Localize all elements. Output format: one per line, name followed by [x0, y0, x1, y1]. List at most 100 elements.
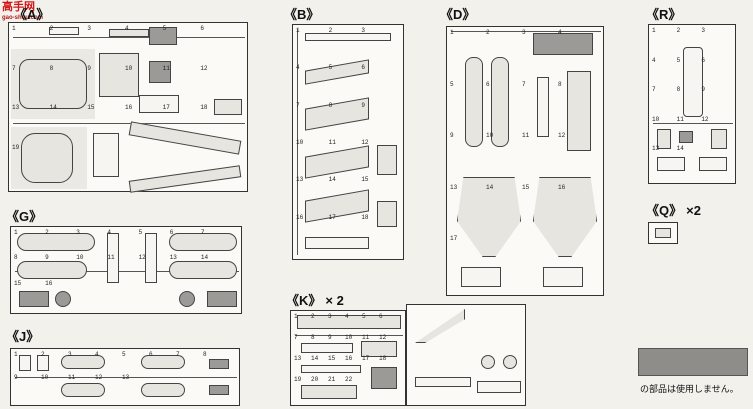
part-number-g: 16	[45, 279, 53, 287]
part-number-g: 12	[138, 254, 146, 262]
part-j6	[141, 383, 185, 397]
part-number-j: 4	[95, 351, 99, 358]
sprue-g-label: 《G》	[6, 209, 43, 224]
part-number-a: 8	[49, 64, 54, 72]
part-number-k: 6	[379, 313, 383, 320]
part-number-a: 14	[49, 104, 57, 111]
part-k22	[477, 381, 521, 393]
part-number-g: 2	[45, 229, 49, 236]
part-k13	[301, 385, 357, 399]
part-k2	[415, 309, 465, 343]
part-g2	[169, 233, 237, 251]
watermark-site: 高手网	[2, 1, 35, 13]
part-r1	[683, 47, 703, 117]
part-number-g: 6	[169, 229, 174, 236]
part-number-j: 10	[41, 374, 49, 381]
part-number-d: 10	[486, 132, 494, 140]
part-a6	[149, 61, 171, 83]
watermark-logo: 高手网 gao-shou.com	[2, 2, 43, 24]
part-number-j: 1	[14, 351, 18, 358]
part-number-b: 7	[296, 101, 300, 109]
part-b5	[305, 145, 369, 179]
part-number-a: 13	[12, 104, 20, 111]
part-number-d: 9	[450, 132, 454, 140]
part-r2	[657, 129, 671, 149]
part-number-k: 22	[345, 376, 353, 383]
part-number-g: 15	[14, 279, 22, 287]
part-number-b: 14	[328, 176, 336, 184]
part-k9	[371, 367, 397, 389]
part-number-a: 19	[12, 143, 20, 151]
part-number-k: 7	[294, 334, 298, 341]
part-g3	[17, 261, 87, 279]
part-number-b: 13	[296, 176, 304, 184]
part-r4	[711, 129, 727, 149]
part-number-a: 3	[87, 25, 91, 32]
part-a7	[139, 95, 179, 113]
sprue-k-label: 《K》× 2	[286, 293, 344, 308]
part-number-d: 4	[558, 29, 562, 36]
part-number-b: 3	[361, 27, 365, 34]
part-number-a: 6	[200, 25, 204, 32]
part-number-b: 11	[328, 139, 336, 146]
part-number-b: 18	[361, 213, 369, 221]
part-j1	[19, 355, 31, 371]
part-number-d: 1	[450, 29, 454, 36]
part-number-r: 14	[676, 145, 684, 153]
part-number-b: 9	[361, 101, 365, 109]
part-d1	[533, 33, 593, 55]
part-d5	[537, 77, 549, 137]
part-a3	[149, 27, 177, 45]
part-b9	[305, 237, 369, 249]
part-j3	[61, 355, 105, 369]
part-number-r: 5	[676, 56, 681, 64]
part-number-j: 3	[68, 351, 72, 358]
part-number-a: 7	[12, 64, 16, 72]
part-number-j: 12	[95, 374, 103, 381]
part-number-g: 9	[45, 254, 49, 262]
sprue-k-right	[406, 304, 526, 406]
sprue-j-label: 《J》	[6, 329, 40, 344]
part-number-d: 12	[558, 132, 566, 140]
part-number-r: 7	[652, 86, 656, 94]
unused-parts-note: の部品は使用しません。	[640, 384, 739, 394]
part-q1	[655, 228, 671, 238]
part-number-r: 6	[701, 56, 705, 64]
part-number-g: 8	[14, 254, 18, 262]
part-number-k: 10	[345, 334, 353, 341]
part-k4	[361, 341, 397, 357]
part-number-d: 8	[558, 80, 562, 88]
part-number-a: 18	[200, 104, 208, 111]
part-number-d: 11	[522, 132, 530, 140]
unused-parts-swatch	[638, 348, 748, 376]
part-number-k: 18	[379, 355, 387, 362]
part-number-a: 2	[49, 25, 54, 32]
part-b13	[377, 201, 397, 227]
part-b7	[305, 189, 369, 223]
part-j4	[61, 383, 105, 397]
part-r11	[699, 157, 727, 171]
part-g13	[179, 291, 195, 307]
part-a-fuselage	[19, 59, 87, 109]
part-number-k: 17	[362, 355, 370, 362]
part-b11	[377, 145, 397, 175]
part-number-k: 20	[311, 376, 319, 383]
sprue-r-label: 《R》	[646, 7, 682, 22]
part-number-k: 14	[311, 355, 319, 362]
part-number-k: 5	[362, 313, 366, 320]
part-number-a: 9	[87, 64, 91, 72]
part-number-k: 4	[345, 313, 349, 320]
part-number-d: 13	[450, 183, 458, 191]
part-d4	[491, 57, 509, 147]
part-a-cockpit	[21, 133, 73, 183]
part-j5	[141, 355, 185, 369]
part-number-g: 10	[76, 254, 84, 262]
part-number-r: 9	[701, 86, 705, 94]
part-g11	[19, 291, 49, 307]
part-number-d: 16	[558, 183, 566, 191]
part-number-g: 7	[200, 229, 205, 236]
part-number-d: 6	[486, 80, 490, 88]
